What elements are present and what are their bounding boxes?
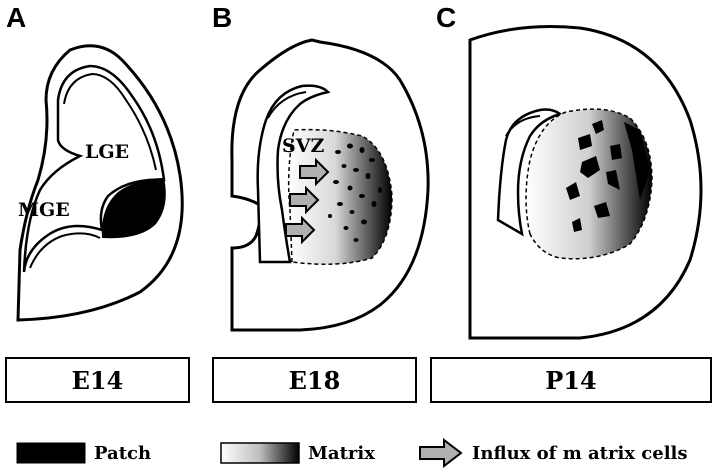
panel-letter-c: C <box>436 2 457 33</box>
panel-b-ventricle <box>256 84 331 264</box>
legend-matrix-label: Matrix <box>308 442 375 464</box>
svz-label: SVZ <box>282 135 324 157</box>
legend-influx-label: Influx of m atrix cells <box>472 442 688 464</box>
panel-a-inner-line <box>63 72 157 171</box>
influx-arrow-swatch <box>419 438 463 468</box>
stage-label-e14: E14 <box>71 365 124 395</box>
mge-label: MGE <box>18 199 70 221</box>
influx-arrow-3 <box>285 215 316 245</box>
panel-letter-a: A <box>6 2 27 33</box>
panel-c-patches <box>566 120 650 232</box>
panel-c-ventricle <box>496 108 563 237</box>
stage-box-e14: E14 <box>5 357 190 403</box>
panel-a-drawing <box>16 44 184 322</box>
stage-label-e18: E18 <box>288 365 341 395</box>
lge-label: LGE <box>85 141 129 163</box>
panel-b-inner-line <box>267 91 307 119</box>
stage-box-p14: P14 <box>430 357 712 403</box>
panel-a-patch <box>101 178 166 239</box>
stage-box-e18: E18 <box>212 357 417 403</box>
matrix-swatch <box>220 442 300 464</box>
panel-c-inner-line <box>505 115 541 137</box>
stage-label-p14: P14 <box>545 365 597 395</box>
legend-influx: Influx of m atrix cells <box>418 438 688 468</box>
panel-c-drawing <box>468 25 703 340</box>
panel-b-patches <box>328 143 382 242</box>
legend-patch: Patch <box>16 438 151 468</box>
panel-b-influx-arrows <box>285 157 330 245</box>
patch-swatch <box>16 442 86 464</box>
influx-arrow-1 <box>299 157 330 187</box>
legend-patch-label: Patch <box>94 442 152 464</box>
panel-c-matrix <box>525 108 653 260</box>
legend-matrix: Matrix <box>220 438 375 468</box>
influx-arrow-2 <box>289 185 320 215</box>
panel-b-drawing <box>230 38 430 332</box>
panel-a-inner-line-2 <box>29 232 101 269</box>
panel-letter-b: B <box>212 2 233 33</box>
